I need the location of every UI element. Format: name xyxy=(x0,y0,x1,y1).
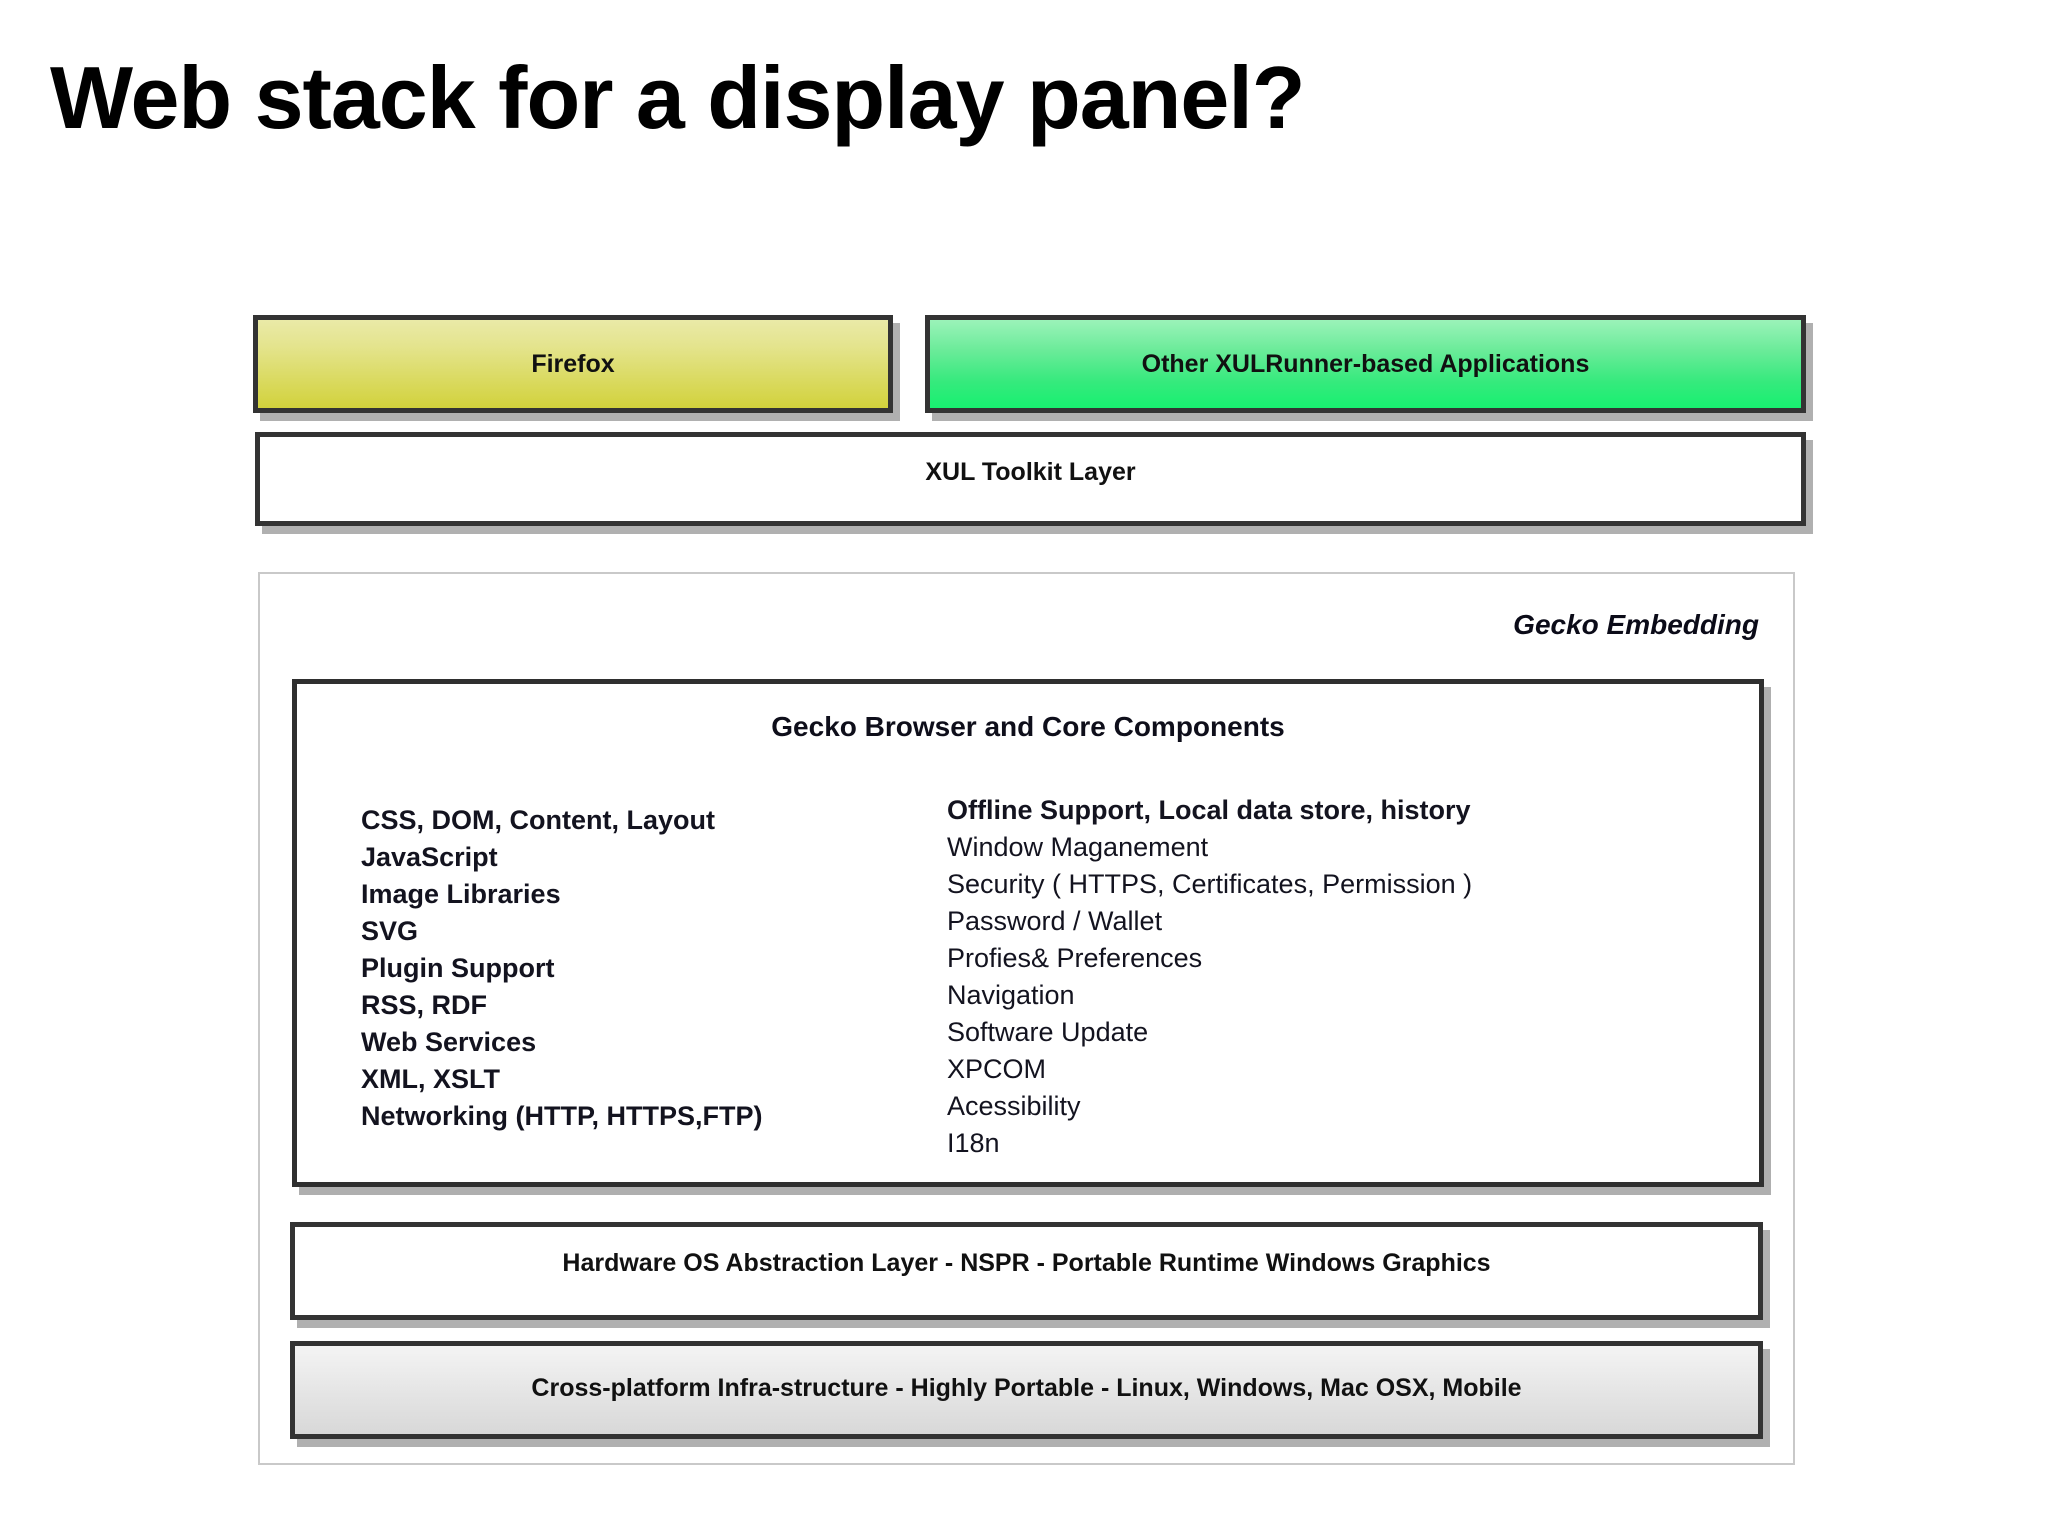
list-item: Window Maganement xyxy=(947,832,1209,862)
list-item: JavaScript xyxy=(361,842,498,872)
diagram-box-xul-toolkit-layer-label: XUL Toolkit Layer xyxy=(925,457,1136,486)
list-item: Image Libraries xyxy=(361,879,561,909)
list-item: XPCOM xyxy=(947,1054,1047,1084)
diagram-box-cross-platform-layer-label: Cross-platform Infra-structure - Highly … xyxy=(531,1373,1522,1402)
list-item: RSS, RDF xyxy=(361,990,488,1020)
diagram-box-gecko-core-components: Gecko Browser and Core Components CSS, D… xyxy=(292,679,1764,1187)
list-item: SVG xyxy=(361,916,419,946)
diagram-box-hal-layer-label: Hardware OS Abstraction Layer - NSPR - P… xyxy=(562,1248,1491,1277)
diagram-box-firefox: Firefox xyxy=(253,315,893,413)
diagram-box-hal-layer: Hardware OS Abstraction Layer - NSPR - P… xyxy=(290,1222,1763,1320)
list-item: Profies& Preferences xyxy=(947,943,1203,973)
gecko-feature-column-left: CSS, DOM, Content, Layout JavaScript Ima… xyxy=(361,802,763,1135)
diagram-box-firefox-label: Firefox xyxy=(531,349,615,378)
list-item: Networking (HTTP, HTTPS,FTP) xyxy=(361,1101,763,1131)
list-item: XML, XSLT xyxy=(361,1064,500,1094)
list-item: I18n xyxy=(947,1128,1000,1158)
list-item: Plugin Support xyxy=(361,953,555,983)
diagram-box-xulrunner-apps-label: Other XULRunner-based Applications xyxy=(1141,349,1590,378)
list-item: Web Services xyxy=(361,1027,537,1057)
list-item: Offline Support, Local data store, histo… xyxy=(947,795,1471,825)
gecko-core-title: Gecko Browser and Core Components xyxy=(771,711,1285,742)
diagram-box-xul-toolkit-layer: XUL Toolkit Layer xyxy=(255,432,1806,526)
diagram-box-cross-platform-layer: Cross-platform Infra-structure - Highly … xyxy=(290,1341,1763,1439)
list-item: Acessibility xyxy=(947,1091,1081,1121)
list-item: Navigation xyxy=(947,980,1075,1010)
gecko-embedding-caption: Gecko Embedding xyxy=(1513,609,1759,640)
list-item: Security ( HTTPS, Certificates, Permissi… xyxy=(947,869,1473,899)
list-item: Software Update xyxy=(947,1017,1149,1047)
page-title: Web stack for a display panel? xyxy=(50,48,1306,147)
list-item: CSS, DOM, Content, Layout xyxy=(361,805,715,835)
diagram-box-xulrunner-apps: Other XULRunner-based Applications xyxy=(925,315,1806,413)
list-item: Password / Wallet xyxy=(947,906,1163,936)
gecko-feature-column-right: Offline Support, Local data store, histo… xyxy=(947,792,1472,1162)
